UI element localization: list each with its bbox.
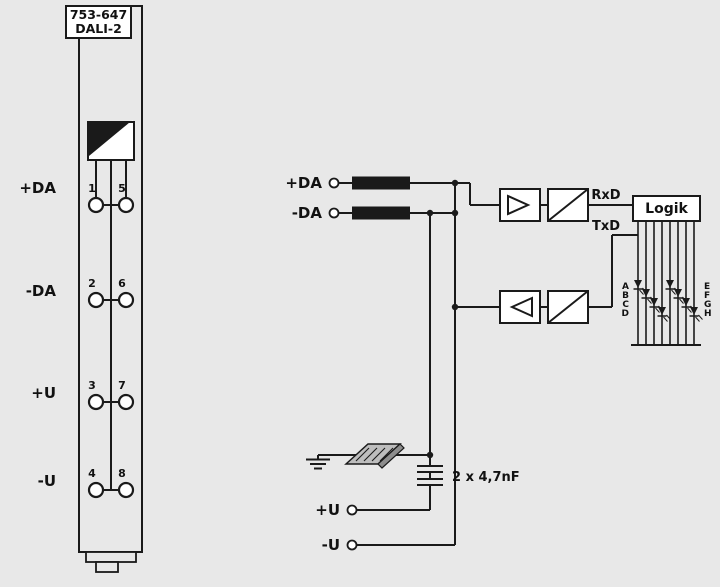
led-label-b: B [622,291,629,301]
terminal-contacts [87,196,135,499]
minus-da-terminal-icon [328,207,340,219]
supply-plus-u-label: +U [315,501,340,519]
terminal-circle-2 [87,291,105,309]
circuit-schematic: +DA -DA [285,174,711,554]
module-order-number: 753-647 [70,7,127,22]
module-foot-upper [85,551,137,563]
txd-label: TxD [592,219,620,234]
led-label-f: F [704,291,710,301]
led-array: A B C D E F G H [622,221,712,346]
junction-dots [426,179,459,459]
terminal-number-3: 3 [88,379,96,392]
led-label-e: E [704,282,710,292]
capacitor-value-label: 2 x 4,7nF [452,470,520,485]
terminal-circle-4 [87,481,105,499]
order-number-plate: 753-647 DALI-2 [65,5,132,39]
module-foot-lower [95,561,119,573]
minus-da-input-label: -DA [292,204,323,222]
led-label-c: C [622,300,629,310]
led-label-g: G [704,300,711,310]
circuit-wires [318,182,638,546]
terminal-number-2: 2 [88,277,96,290]
terminal-label-plus-u: +U [31,384,56,402]
minus-u-terminal-icon [346,539,358,551]
transmitter-amplifier-icon [499,290,541,324]
ferrite-bead-minus-da [352,206,410,220]
shield-clamp-icon [344,443,405,469]
terminal-label-minus-u: -U [38,472,56,490]
terminal-circle-6 [117,291,135,309]
ferrite-bead-plus-da [352,176,410,190]
terminal-circle-7 [117,393,135,411]
plus-da-terminal-icon [328,177,340,189]
rxd-label: RxD [591,188,620,203]
capacitor-symbol [417,465,443,486]
isolation-rx-icon [547,188,589,222]
terminal-circle-8 [117,481,135,499]
logic-block [632,195,701,222]
led-icon-h [688,306,704,323]
terminal-label-minus-da: -DA [26,282,57,300]
plus-u-terminal-icon [346,504,358,516]
supply-minus-u-label: -U [322,536,340,554]
electronics-symbol-icon [86,120,136,162]
isolation-tx-icon [547,290,589,324]
terminal-circle-3 [87,393,105,411]
module-front-view: 1 2 3 4 5 6 7 8 +DA -DA +U -U 753-647 DA… [19,5,143,573]
terminal-number-4: 4 [88,467,96,480]
terminal-number-1: 1 [88,182,96,195]
terminal-number-6: 6 [118,277,126,290]
led-icon-d [656,306,672,323]
led-label-d: D [622,309,629,319]
terminal-label-plus-da: +DA [19,179,56,197]
terminal-number-7: 7 [118,379,126,392]
module-variant: DALI-2 [75,21,122,36]
receiver-amplifier-icon [499,188,541,222]
terminal-circle-1 [87,196,105,214]
led-label-h: H [704,309,712,319]
earth-ground-icon [306,455,330,470]
terminal-number-5: 5 [118,182,126,195]
logic-block-label: Logik [645,201,688,217]
terminal-number-8: 8 [118,467,126,480]
plus-da-input-label: +DA [285,174,322,192]
led-label-a: A [622,282,629,292]
terminal-circle-5 [117,196,135,214]
